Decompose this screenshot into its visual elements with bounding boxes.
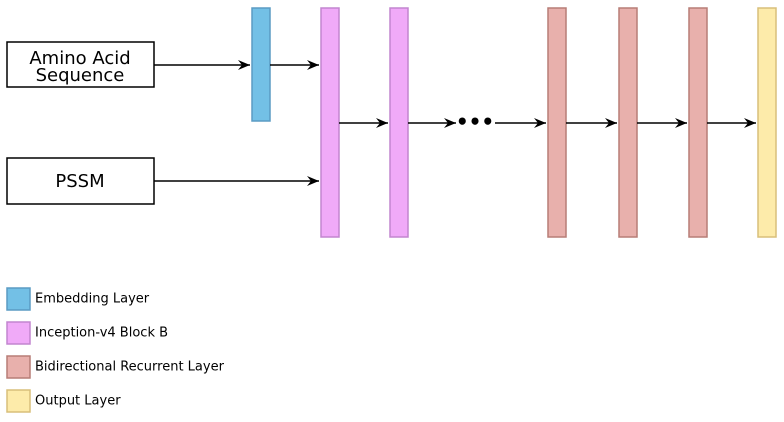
inception-block-1: [320, 7, 340, 238]
legend-label-embedding: Embedding Layer: [35, 292, 150, 307]
amino-acid-sequence-box: [6, 41, 155, 88]
output-layer-block: [757, 7, 777, 238]
amino-acid-label-line2: Sequence: [36, 65, 125, 86]
legend-swatch-inception: [6, 321, 31, 345]
legend-swatch-recurrent: [6, 355, 31, 379]
legend-swatch-output: [6, 389, 31, 413]
legend-label-inception: Inception-v4 Block B: [35, 326, 168, 341]
recurrent-layer-block-1: [547, 7, 567, 238]
legend-item-recurrent: Bidirectional Recurrent Layer: [6, 355, 225, 379]
embedding-layer-block: [251, 7, 271, 122]
legend-label-output: Output Layer: [35, 394, 121, 409]
pssm-label: PSSM: [55, 171, 104, 192]
legend-swatch-embedding: [6, 287, 31, 311]
legend-item-output: Output Layer: [6, 389, 121, 413]
recurrent-layer-block-3: [688, 7, 708, 238]
legend-item-embedding: Embedding Layer: [6, 287, 150, 311]
pssm-box: [6, 157, 155, 205]
legend: Embedding Layer Inception-v4 Block B Bid…: [6, 287, 225, 413]
legend-label-recurrent: Bidirectional Recurrent Layer: [35, 360, 225, 375]
ellipsis-dots: •••: [456, 110, 494, 134]
legend-item-inception: Inception-v4 Block B: [6, 321, 168, 345]
recurrent-layer-block-2: [618, 7, 638, 238]
inception-block-2: [389, 7, 409, 238]
amino-acid-label-line1: Amino Acid: [29, 48, 130, 69]
